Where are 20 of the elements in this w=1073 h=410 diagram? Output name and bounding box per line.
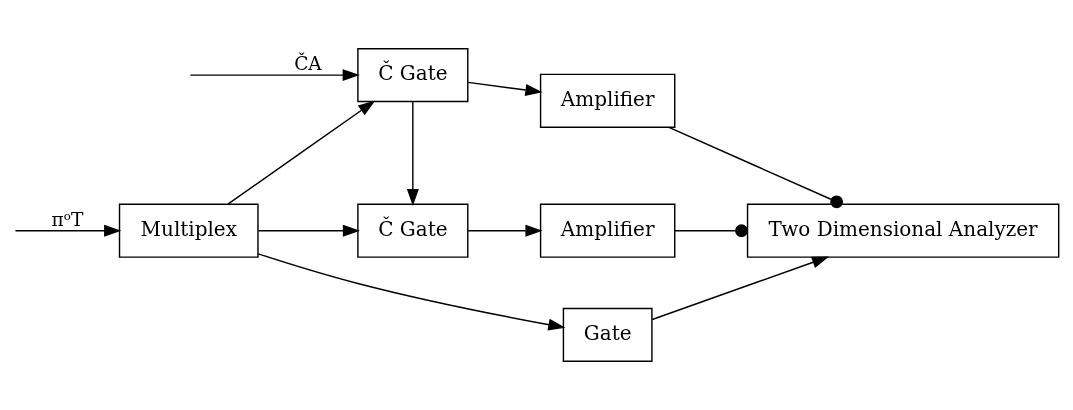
node-box: Two Dimensional Analyzer: [746, 203, 1060, 258]
node-box: Multiplex: [118, 203, 259, 258]
arrow: [14, 224, 122, 237]
arrow: [257, 224, 360, 237]
arrow: [189, 69, 360, 82]
node-box: Gate: [562, 307, 653, 362]
arrow: [467, 224, 543, 237]
connector: [668, 126, 844, 209]
connector: [674, 224, 748, 238]
arrow: [257, 253, 566, 331]
node-box: Amplifier: [539, 203, 676, 258]
node-box: Č Gate: [357, 203, 469, 258]
arrow: [227, 100, 376, 205]
node-box: Amplifier: [539, 73, 676, 128]
arrow: [651, 256, 830, 321]
node-box: Č Gate: [357, 48, 469, 103]
arrow: [406, 101, 419, 207]
edge-label: πᵒT: [51, 208, 84, 230]
edge-label: ČA: [294, 52, 322, 74]
arrow: [467, 81, 543, 96]
